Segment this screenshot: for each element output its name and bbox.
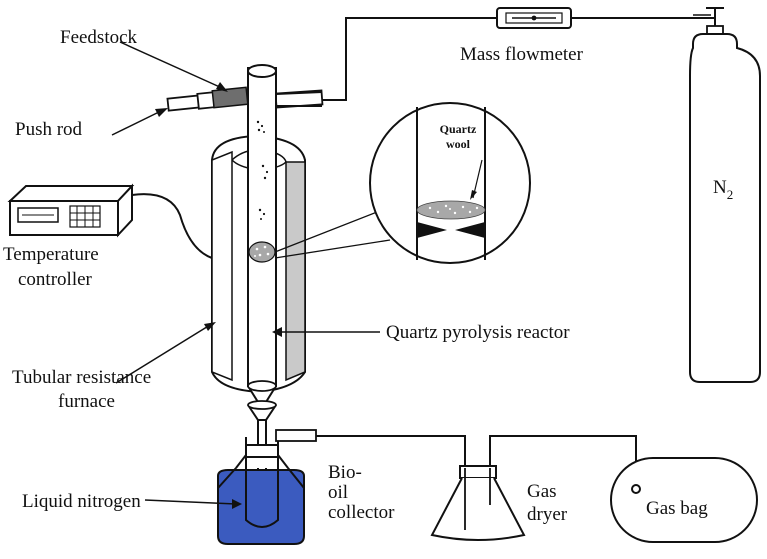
- label-quartz-reactor: Quartz pyrolysis reactor: [386, 322, 570, 343]
- label-quartz: Quartz: [440, 122, 477, 136]
- label-temperature: Temperature: [3, 244, 99, 265]
- magnified-view: [274, 102, 531, 264]
- label-gas-bag: Gas bag: [646, 498, 708, 519]
- label-wool: wool: [446, 137, 471, 151]
- label-oil: oil: [328, 482, 348, 503]
- label-liquid-nitrogen: Liquid nitrogen: [22, 491, 141, 512]
- bio-oil-collector: [217, 429, 317, 545]
- label-gas: Gas: [527, 481, 557, 502]
- push-rod-assembly: [166, 86, 324, 112]
- label-push-rod: Push rod: [15, 119, 83, 140]
- mass-flowmeter: [496, 7, 572, 29]
- label-furnace: furnace: [58, 391, 115, 412]
- feedstock-particles: [256, 120, 269, 220]
- label-dryer: dryer: [527, 504, 568, 525]
- temperature-controller: [7, 183, 213, 259]
- quartz-reactor-tube: [247, 64, 323, 520]
- gas-dryer: [430, 465, 526, 541]
- labels: Feedstock Push rod Mass flowmeter Quartz…: [3, 27, 733, 525]
- gas-bag: [610, 457, 758, 543]
- label-feedstock: Feedstock: [60, 27, 138, 48]
- annotation-arrows: [111, 41, 380, 509]
- label-tubular: Tubular resistance: [12, 367, 151, 388]
- label-mass-flowmeter: Mass flowmeter: [460, 44, 584, 65]
- n2-cylinder: [689, 7, 761, 383]
- label-n2: N2: [713, 177, 733, 202]
- label-collector: collector: [328, 502, 395, 523]
- label-controller: controller: [18, 269, 93, 290]
- label-bio: Bio-: [328, 462, 362, 483]
